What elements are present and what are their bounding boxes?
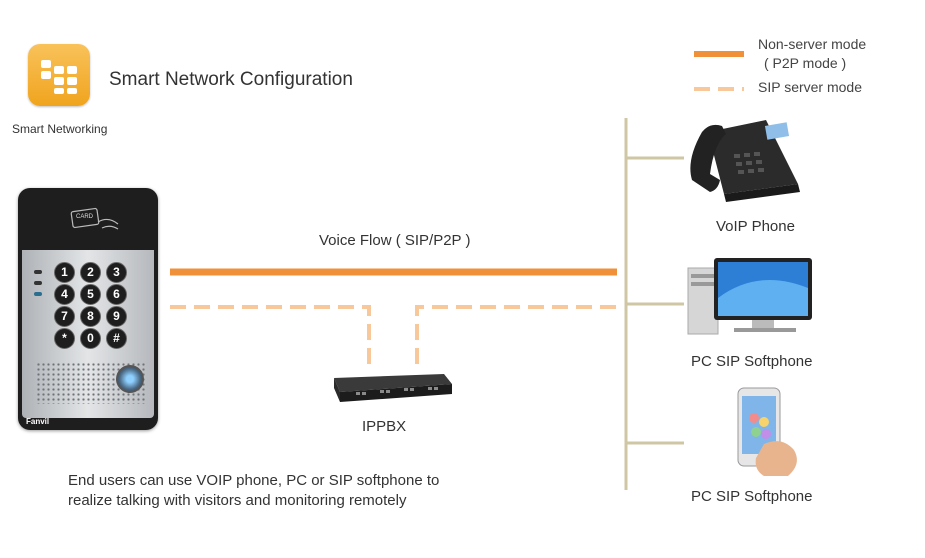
- keypad-key[interactable]: 9: [106, 306, 127, 327]
- keypad-key[interactable]: 3: [106, 262, 127, 283]
- keypad-key[interactable]: 1: [54, 262, 75, 283]
- legend: Non-server mode ( P2P mode ) SIP server …: [694, 36, 914, 100]
- grid-icon-cell: [41, 71, 51, 79]
- grid-icon-cell: [54, 77, 64, 85]
- keypad-key[interactable]: 2: [80, 262, 101, 283]
- smart-networking-app-icon[interactable]: [28, 44, 90, 106]
- mobile-phone-icon: [737, 387, 797, 476]
- mobile-softphone-label: PC SIP Softphone: [691, 488, 813, 505]
- status-led: [34, 270, 42, 274]
- grid-icon-cell: [67, 88, 77, 94]
- pc-softphone-label: PC SIP Softphone: [691, 353, 813, 370]
- keypad-key[interactable]: 0: [80, 328, 101, 349]
- card-text: CARD: [76, 214, 94, 220]
- keypad-key[interactable]: #: [106, 328, 127, 349]
- sip-server-path-right: [415, 305, 617, 364]
- grid-icon-cell: [67, 66, 77, 74]
- app-icon-label: Smart Networking: [12, 122, 108, 136]
- sip-server-path-left: [170, 305, 371, 364]
- keypad-key[interactable]: *: [54, 328, 75, 349]
- legend-dashed-label: SIP server mode: [758, 79, 863, 95]
- page-title: Smart Network Configuration: [109, 69, 353, 90]
- ippbx-label: IPPBX: [362, 418, 407, 435]
- caption-line-2: realize talking with visitors and monito…: [68, 492, 407, 509]
- card-reader-icon: [70, 207, 119, 230]
- keypad-key[interactable]: 6: [106, 284, 127, 305]
- keypad-key[interactable]: 5: [80, 284, 101, 305]
- keypad-key[interactable]: 7: [54, 306, 75, 327]
- call-button[interactable]: [116, 365, 144, 393]
- legend-solid-label: Non-server mode: [758, 36, 867, 52]
- voip-phone-label: VoIP Phone: [716, 218, 795, 235]
- legend-solid-sublabel: ( P2P mode ): [764, 55, 847, 71]
- grid-icon-cell: [54, 66, 64, 74]
- grid-icon-cell: [54, 88, 64, 94]
- status-led: [34, 281, 42, 285]
- voice-flow-label: Voice Flow ( SIP/P2P ): [319, 232, 471, 249]
- ippbx-device: [334, 374, 452, 402]
- brand-logo: Fanvil: [26, 417, 50, 426]
- legend-dashed-swatch: [694, 87, 744, 91]
- card-reader: CARD: [68, 204, 128, 236]
- description-caption: End users can use VOIP phone, PC or SIP …: [68, 471, 548, 511]
- caption-line-1: End users can use VOIP phone, PC or SIP …: [68, 472, 440, 489]
- grid-icon-cell: [67, 77, 77, 85]
- status-led: [34, 292, 42, 296]
- grid-icon-cell: [41, 60, 51, 68]
- keypad-key[interactable]: 4: [54, 284, 75, 305]
- legend-solid-swatch: [694, 51, 744, 57]
- pc-icon: [687, 258, 812, 335]
- voip-phone-icon: [690, 120, 800, 202]
- keypad-key[interactable]: 8: [80, 306, 101, 327]
